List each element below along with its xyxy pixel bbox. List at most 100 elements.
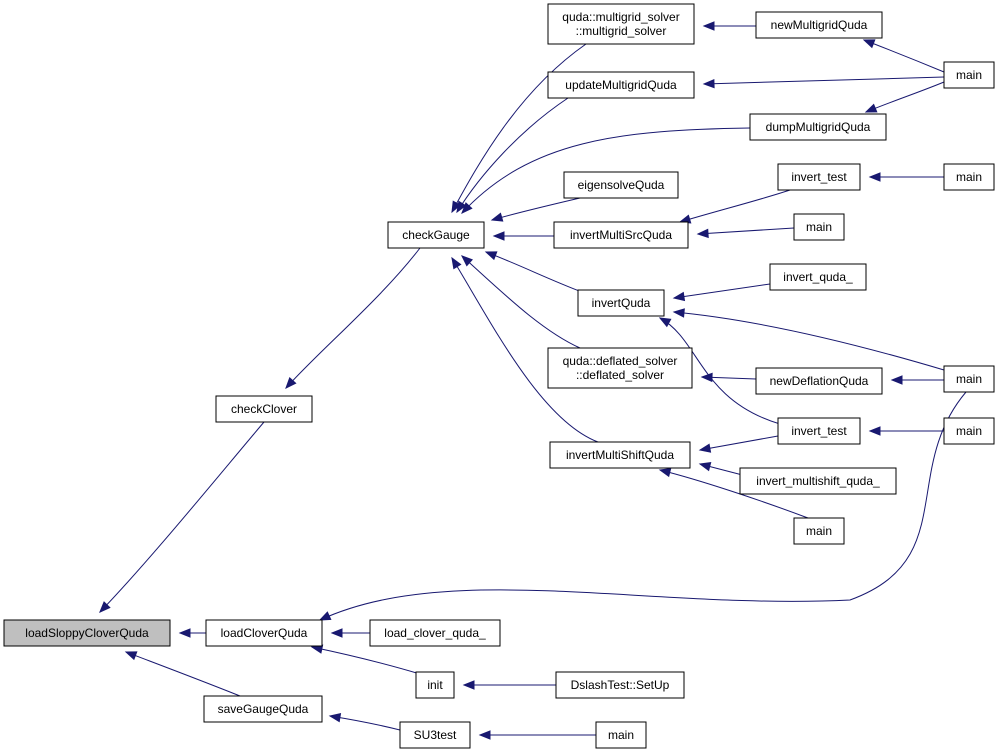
- arrowhead-icon: [460, 255, 473, 267]
- node-box[interactable]: [3, 619, 171, 647]
- node-box[interactable]: [943, 61, 995, 89]
- call-edge: [492, 231, 554, 241]
- node-label: newDeflationQuda: [770, 374, 869, 388]
- node-box[interactable]: [577, 289, 665, 317]
- graph-node[interactable]: invert_test: [777, 163, 861, 191]
- node-label: SU3test: [414, 728, 457, 742]
- node-box[interactable]: [595, 721, 647, 749]
- node-label: DslashTest::SetUp: [571, 678, 670, 692]
- arrowhead-icon: [868, 426, 881, 436]
- node-box[interactable]: [553, 221, 689, 249]
- call-edge: [462, 680, 556, 690]
- node-box[interactable]: [547, 71, 695, 99]
- graph-node[interactable]: DslashTest::SetUp: [555, 671, 685, 699]
- edge-line: [451, 257, 599, 443]
- node-box[interactable]: [547, 347, 693, 389]
- graph-node[interactable]: main: [595, 721, 647, 749]
- arrowhead-icon: [658, 317, 672, 328]
- graph-node[interactable]: invertMultiSrcQuda: [553, 221, 689, 249]
- edge-line: [485, 251, 583, 293]
- graph-node[interactable]: invert_test: [777, 417, 861, 445]
- call-edge: [451, 256, 599, 443]
- node-label: eigensolveQuda: [578, 178, 665, 192]
- graph-node[interactable]: newDeflationQuda: [755, 367, 883, 395]
- graph-node[interactable]: updateMultigridQuda: [547, 71, 695, 99]
- node-box[interactable]: [369, 619, 501, 647]
- graph-node[interactable]: main: [943, 163, 995, 191]
- edge-line: [699, 435, 779, 451]
- node-box[interactable]: [943, 417, 995, 445]
- node-box[interactable]: [739, 467, 897, 495]
- call-edge: [478, 730, 596, 740]
- arrowhead-icon: [124, 651, 138, 661]
- edge-line: [673, 311, 945, 371]
- graph-node[interactable]: loadSloppyCloverQuda: [3, 619, 171, 647]
- node-label: quda::multigrid_solver: [562, 10, 679, 24]
- node-label: quda::deflated_solver: [563, 354, 678, 368]
- node-label: main: [956, 68, 982, 82]
- node-box[interactable]: [749, 113, 887, 141]
- node-box[interactable]: [387, 221, 485, 249]
- call-edge: [330, 628, 370, 638]
- node-label: ::multigrid_solver: [576, 24, 667, 38]
- graph-node[interactable]: init: [415, 671, 455, 699]
- arrowhead-icon: [462, 680, 475, 690]
- graph-node[interactable]: newMultigridQuda: [755, 11, 883, 39]
- node-box[interactable]: [943, 163, 995, 191]
- node-box[interactable]: [203, 695, 323, 723]
- graph-node[interactable]: saveGaugeQuda: [203, 695, 323, 723]
- arrowhead-icon: [862, 39, 876, 49]
- graph-node[interactable]: invertMultiShiftQuda: [549, 441, 691, 469]
- node-box[interactable]: [755, 367, 883, 395]
- node-box[interactable]: [205, 619, 323, 647]
- graph-node[interactable]: quda::deflated_solver::deflated_solver: [547, 347, 693, 389]
- graph-node[interactable]: main: [793, 213, 845, 241]
- node-box[interactable]: [399, 721, 471, 749]
- graph-node[interactable]: load_clover_quda_: [369, 619, 501, 647]
- arrowhead-icon: [461, 202, 473, 214]
- call-edge: [672, 283, 771, 302]
- node-box[interactable]: [415, 671, 455, 699]
- node-box[interactable]: [549, 441, 691, 469]
- arrowhead-icon: [456, 200, 467, 214]
- node-box[interactable]: [555, 671, 685, 699]
- node-box[interactable]: [769, 263, 867, 291]
- graph-node[interactable]: main: [943, 61, 995, 89]
- graph-node[interactable]: main: [943, 365, 995, 393]
- node-box[interactable]: [547, 3, 695, 45]
- node-label: main: [956, 372, 982, 386]
- edge-line: [285, 247, 421, 389]
- graph-node[interactable]: main: [943, 417, 995, 445]
- node-box[interactable]: [793, 213, 845, 241]
- arrowhead-icon: [490, 212, 504, 222]
- call-edge: [451, 43, 587, 214]
- edge-line: [461, 127, 751, 214]
- graph-node[interactable]: loadCloverQuda: [205, 619, 323, 647]
- node-label: saveGaugeQuda: [218, 702, 309, 716]
- node-box[interactable]: [563, 171, 679, 199]
- graph-node[interactable]: checkGauge: [387, 221, 485, 249]
- node-box[interactable]: [793, 517, 845, 545]
- node-box[interactable]: [777, 417, 861, 445]
- call-edge: [328, 712, 401, 731]
- node-box[interactable]: [215, 395, 313, 423]
- node-box[interactable]: [943, 365, 995, 393]
- edge-line: [319, 391, 967, 621]
- graph-node[interactable]: eigensolveQuda: [563, 171, 679, 199]
- graph-node[interactable]: invert_quda_: [769, 263, 867, 291]
- graph-node[interactable]: dumpMultigridQuda: [749, 113, 887, 141]
- graph-node[interactable]: invert_multishift_quda_: [739, 467, 897, 495]
- arrowhead-icon: [864, 103, 878, 113]
- graph-node[interactable]: SU3test: [399, 721, 471, 749]
- call-edge: [678, 189, 791, 224]
- graph-node[interactable]: invertQuda: [577, 289, 665, 317]
- edge-line: [491, 197, 581, 221]
- graph-node[interactable]: quda::multigrid_solver::multigrid_solver: [547, 3, 695, 45]
- node-box[interactable]: [777, 163, 861, 191]
- graph-node[interactable]: main: [793, 517, 845, 545]
- graph-node[interactable]: checkClover: [215, 395, 313, 423]
- call-edge: [310, 644, 421, 675]
- node-box[interactable]: [755, 11, 883, 39]
- node-label: updateMultigridQuda: [565, 78, 677, 92]
